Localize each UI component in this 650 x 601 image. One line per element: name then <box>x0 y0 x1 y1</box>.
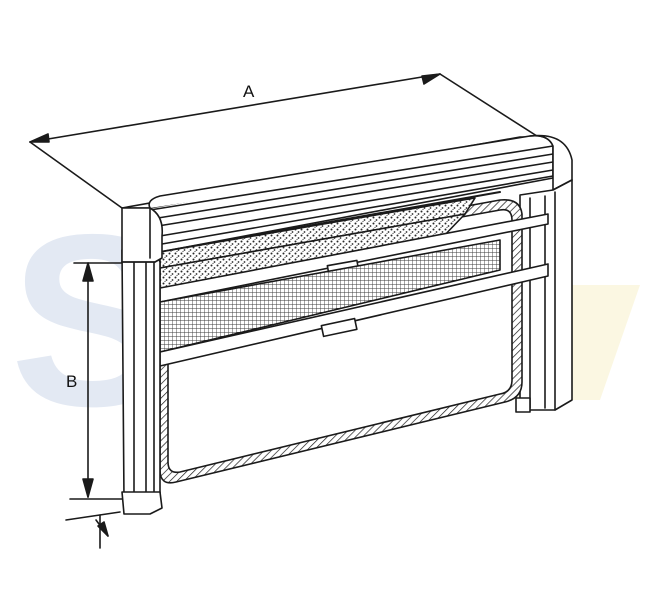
dimension-a <box>29 73 541 209</box>
dimension-a-line <box>29 73 441 143</box>
dimension-b-arrow-top <box>82 262 94 282</box>
side-rail-left <box>121 249 161 501</box>
dimension-b <box>65 262 125 549</box>
dimension-a-arrow-right <box>421 73 441 85</box>
dimension-a-extension-right <box>439 73 541 139</box>
dimension-a-extension-left <box>29 141 123 209</box>
blind-handle-lower <box>320 317 358 338</box>
end-cap-bottom-left <box>121 491 163 515</box>
end-cap-left <box>121 207 164 263</box>
dimension-b-arrow-bottom <box>82 478 94 498</box>
dimension-a-label: A <box>243 82 255 101</box>
cassette-housing <box>121 134 554 253</box>
dimension-a-arrow-left <box>29 133 50 143</box>
depth-extension <box>65 511 121 521</box>
dimension-b-label: B <box>66 372 77 391</box>
side-rail-right <box>515 179 573 413</box>
